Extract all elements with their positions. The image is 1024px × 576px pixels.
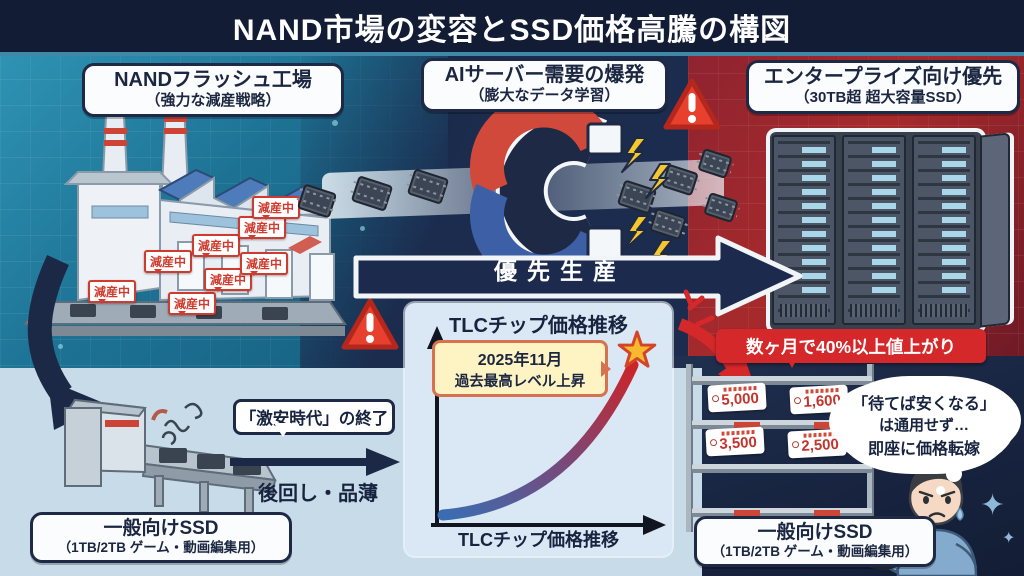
shelf-accent — [734, 510, 760, 517]
circuit-dot — [58, 344, 63, 349]
shelf-bar — [692, 508, 872, 517]
shelf-bar — [692, 420, 872, 429]
price-rise-text: 数ヶ月で40%以上値上がり — [745, 336, 957, 357]
price-rise-banner: 数ヶ月で40%以上値上がり — [716, 329, 986, 368]
page-title: NAND市場の変容とSSD価格高騰の構図 — [232, 14, 792, 47]
factory-label-line1: NANDフラッシュ工場 — [114, 69, 312, 91]
reduction-tag: 減産中 — [252, 196, 301, 220]
cheap-era-end-label: 「激安時代」の終了 — [239, 410, 389, 428]
shelf-post — [686, 364, 693, 532]
factory-label-line2: （強力な減産戦略） — [145, 92, 281, 109]
rack-side-panel — [980, 132, 1010, 328]
shelf-bar — [692, 464, 872, 473]
ai-demand-line2: （膨大なデータ学習） — [469, 87, 620, 104]
chart-title: TLCチップ価格推移 — [449, 315, 628, 337]
shelf-accent — [734, 422, 760, 429]
chart-x-label: TLCチップ価格推移 — [458, 530, 619, 550]
speech-trail-dot — [936, 486, 945, 495]
postponed-shortage-label: 後回し・品薄 — [258, 483, 378, 505]
speech-line3: 即座に価格転嫁 — [867, 440, 980, 458]
consumer-left-line1: 一般向けSSD — [103, 518, 219, 539]
ai-demand-line1: AIサーバー需要の爆発 — [444, 64, 645, 86]
factory-label-box: NANDフラッシュ工場 （強力な減産戦略） — [82, 63, 344, 118]
callout-line1: 2025年11月 — [477, 352, 563, 369]
reduction-tag: 減産中 — [192, 234, 241, 258]
shelf-accent — [814, 510, 840, 517]
consumer-ssd-right-box: 一般向けSSD （1TB/2TB ゲーム・動画編集用） — [694, 516, 936, 568]
server-rack — [912, 135, 976, 325]
consumer-right-line1: 一般向けSSD — [757, 522, 873, 543]
price-value: 5,000 — [720, 389, 760, 409]
price-value: 3,500 — [718, 433, 758, 453]
cheap-era-end-bubble: 「激安時代」の終了 — [233, 399, 395, 437]
reduction-tag: 減産中 — [240, 252, 289, 276]
enterprise-line2: （30TB超 超大容量SSD） — [794, 89, 972, 106]
server-rack — [842, 135, 906, 325]
callout-line2: 過去最高レベル上昇 — [454, 374, 586, 390]
price-tag: 3,500 — [705, 426, 765, 457]
speech-line2: は通用せず… — [878, 416, 969, 434]
price-value: 2,500 — [800, 435, 840, 455]
speech-trail-dot — [946, 466, 962, 482]
header-bar: NAND市場の変容とSSD価格高騰の構図 — [0, 0, 1024, 54]
enterprise-line1: エンタープライズ向け優先 — [763, 66, 1003, 88]
reduction-tag: 減産中 — [168, 292, 217, 316]
shelf-bar — [692, 376, 872, 385]
speech-line1: 「待てば安くなる」 — [852, 395, 996, 413]
price-tag: 5,000 — [707, 382, 767, 413]
header-accent-strip — [0, 52, 1024, 56]
circuit-dot — [332, 120, 338, 126]
ai-demand-label-box: AIサーバー需要の爆発 （膨大なデータ学習） — [421, 58, 668, 113]
sparkle-icon: ✦ — [1002, 530, 1016, 547]
shelf-accent — [814, 422, 840, 429]
chart-callout: 2025年11月 過去最高レベル上昇 — [432, 340, 611, 397]
warning-icon — [341, 298, 399, 350]
enterprise-label-box: エンタープライズ向け優先 （30TB超 超大容量SSD） — [746, 60, 1020, 115]
warning-icon — [663, 78, 721, 130]
sparkle-icon: ✦ — [980, 489, 1006, 522]
reduction-tag: 減産中 — [144, 250, 193, 274]
consumer-right-line2: （1TB/2TB ゲーム・動画編集用） — [711, 543, 919, 559]
consumer-ssd-left-box: 一般向けSSD （1TB/2TB ゲーム・動画編集用） — [30, 512, 292, 564]
consumer-left-line2: （1TB/2TB ゲーム・動画編集用） — [57, 539, 265, 555]
server-rack — [772, 135, 836, 325]
server-racks-illustration — [770, 128, 1014, 336]
speech-bubble: 「待てば安くなる」 は通用せず… 即座に価格転嫁 — [833, 376, 1015, 472]
rack-group — [770, 132, 982, 330]
circuit-dot — [360, 226, 365, 231]
priority-production-label: 優先生産 — [494, 258, 626, 284]
price-value: 1,600 — [802, 391, 842, 411]
reduction-tag: 減産中 — [88, 280, 137, 304]
